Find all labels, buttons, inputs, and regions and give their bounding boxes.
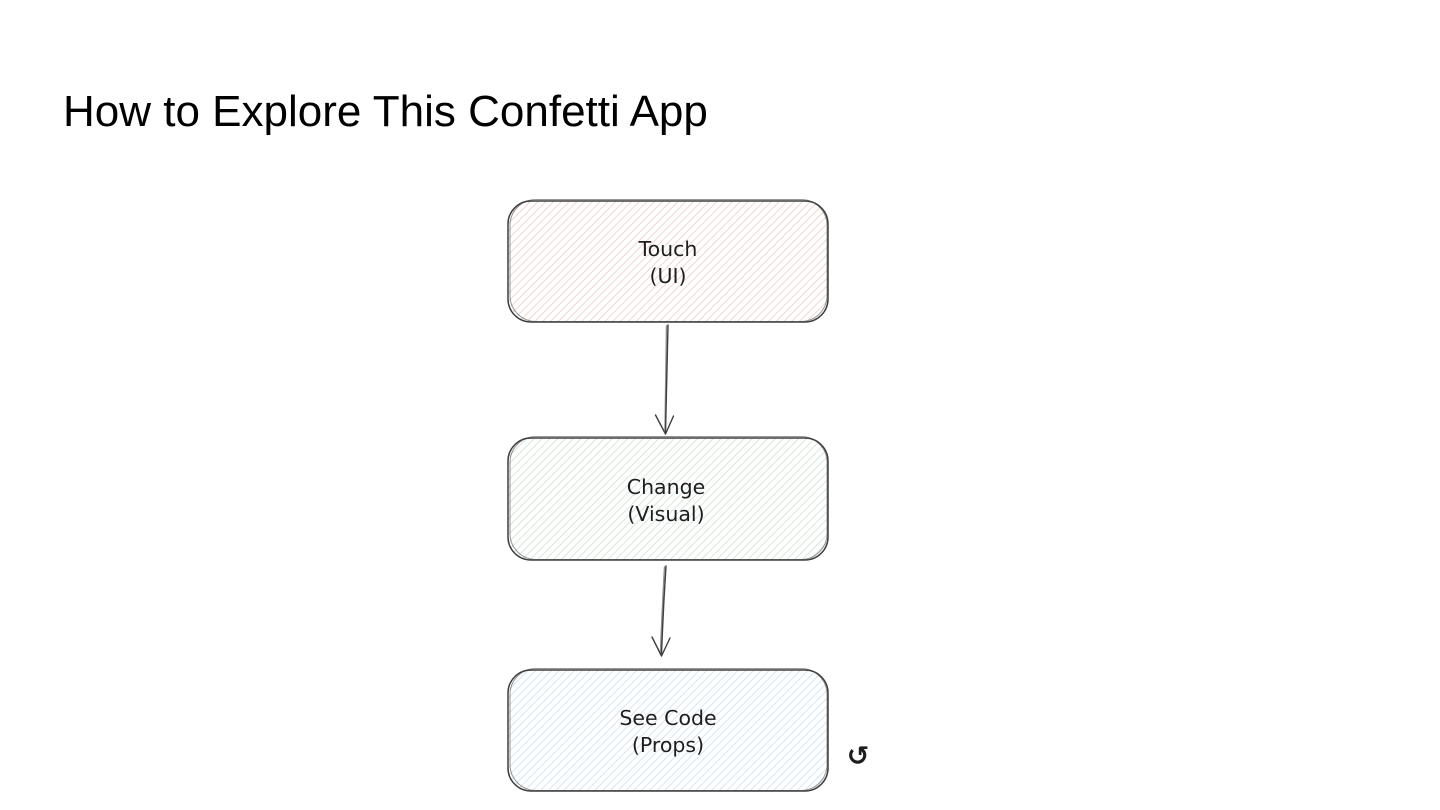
node-change-visual: Change (Visual) [507, 436, 829, 561]
arrow-touch-to-change-shaft-sketch [664, 325, 668, 431]
node-touch-ui-box-sketch [509, 199, 828, 322]
arrow-change-to-seecode-shaft-sketch [659, 566, 666, 653]
node-see-code-props: See Code (Props) [507, 668, 829, 792]
node-see-code-props-box-sketch [509, 668, 828, 791]
node-change-visual-label-line2: (Visual) [627, 502, 704, 526]
node-see-code-props-box [507, 669, 829, 792]
node-touch-ui: Touch (UI) [507, 199, 829, 323]
arrow-change-to-seecode-head [651, 636, 671, 657]
node-see-code-props-label-line2: (Props) [632, 733, 704, 757]
node-touch-ui-box [507, 200, 829, 323]
node-touch-ui-label-line1: Touch [638, 237, 698, 261]
arrow-touch-to-change-head [654, 414, 675, 435]
node-change-visual-label-line1: Change [627, 475, 706, 499]
node-touch-ui-label-line2: (UI) [649, 264, 686, 288]
loop-icon: ↺ [847, 741, 870, 772]
page-title: How to Explore This Confetti App [63, 87, 708, 136]
node-change-visual-box [507, 437, 829, 561]
arrow-change-to-seecode-shaft [660, 565, 667, 656]
arrow-change-to-seecode [651, 565, 671, 657]
node-change-visual-box-sketch [509, 436, 828, 560]
arrow-touch-to-change [654, 324, 675, 435]
node-see-code-props-label-line1: See Code [619, 706, 716, 730]
